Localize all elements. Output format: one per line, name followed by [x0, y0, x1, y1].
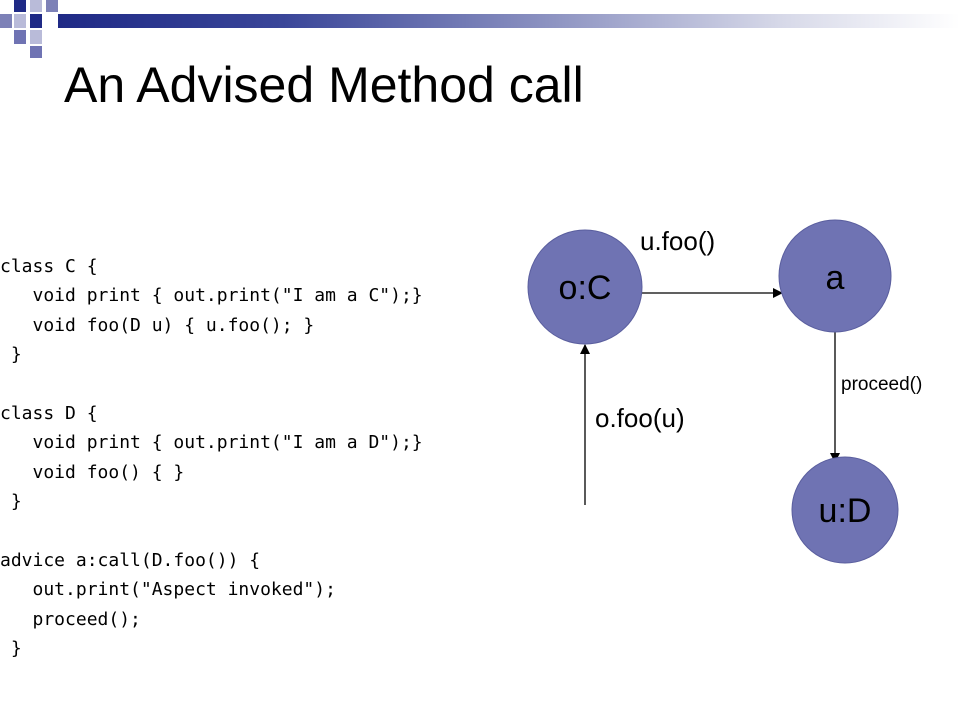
node-oc-circle [527, 229, 643, 345]
node-a-label: a [826, 259, 845, 297]
code-line: proceed(); [0, 608, 141, 630]
slide-title: An Advised Method call [64, 57, 584, 113]
code-line: out.print("Aspect invoked"); [0, 579, 336, 601]
edge-ofoo-label: o.foo(u) [595, 403, 685, 433]
code-line: } [0, 344, 22, 366]
deco-square [30, 30, 42, 44]
edge-proceed-label: proceed() [841, 374, 922, 395]
deco-square [30, 0, 42, 12]
node-ud-circle [791, 456, 899, 564]
code-line: void print { out.print("I am a D");} [0, 432, 423, 454]
node-a: a [778, 219, 892, 333]
deco-square [0, 14, 12, 28]
code-line: void print { out.print("I am a C");} [0, 285, 423, 307]
code-line: advice a:call(D.foo()) { [0, 549, 261, 571]
deco-square [30, 46, 42, 58]
code-line: } [0, 491, 22, 513]
code-listing: class C { void print { out.print("I am a… [0, 252, 423, 663]
edge-ufoo-label: u.foo() [640, 226, 715, 256]
deco-square [14, 30, 26, 44]
deco-square [14, 0, 26, 12]
deco-square [46, 0, 58, 12]
node-ud: u:D [791, 456, 899, 564]
header-gradient-bar [58, 14, 960, 28]
node-oc: o:C [527, 229, 643, 345]
code-line: class C { [0, 256, 98, 277]
code-line: } [0, 638, 22, 660]
code-line: class D { [0, 402, 98, 424]
header-decoration [0, 0, 960, 60]
node-a-circle [778, 219, 892, 333]
code-line: void foo() { } [0, 461, 185, 483]
deco-square [30, 14, 42, 28]
deco-square [14, 14, 26, 28]
code-line: void foo(D u) { u.foo(); } [0, 314, 315, 336]
node-ud-label: u:D [819, 492, 872, 530]
node-oc-label: o:C [559, 269, 612, 307]
